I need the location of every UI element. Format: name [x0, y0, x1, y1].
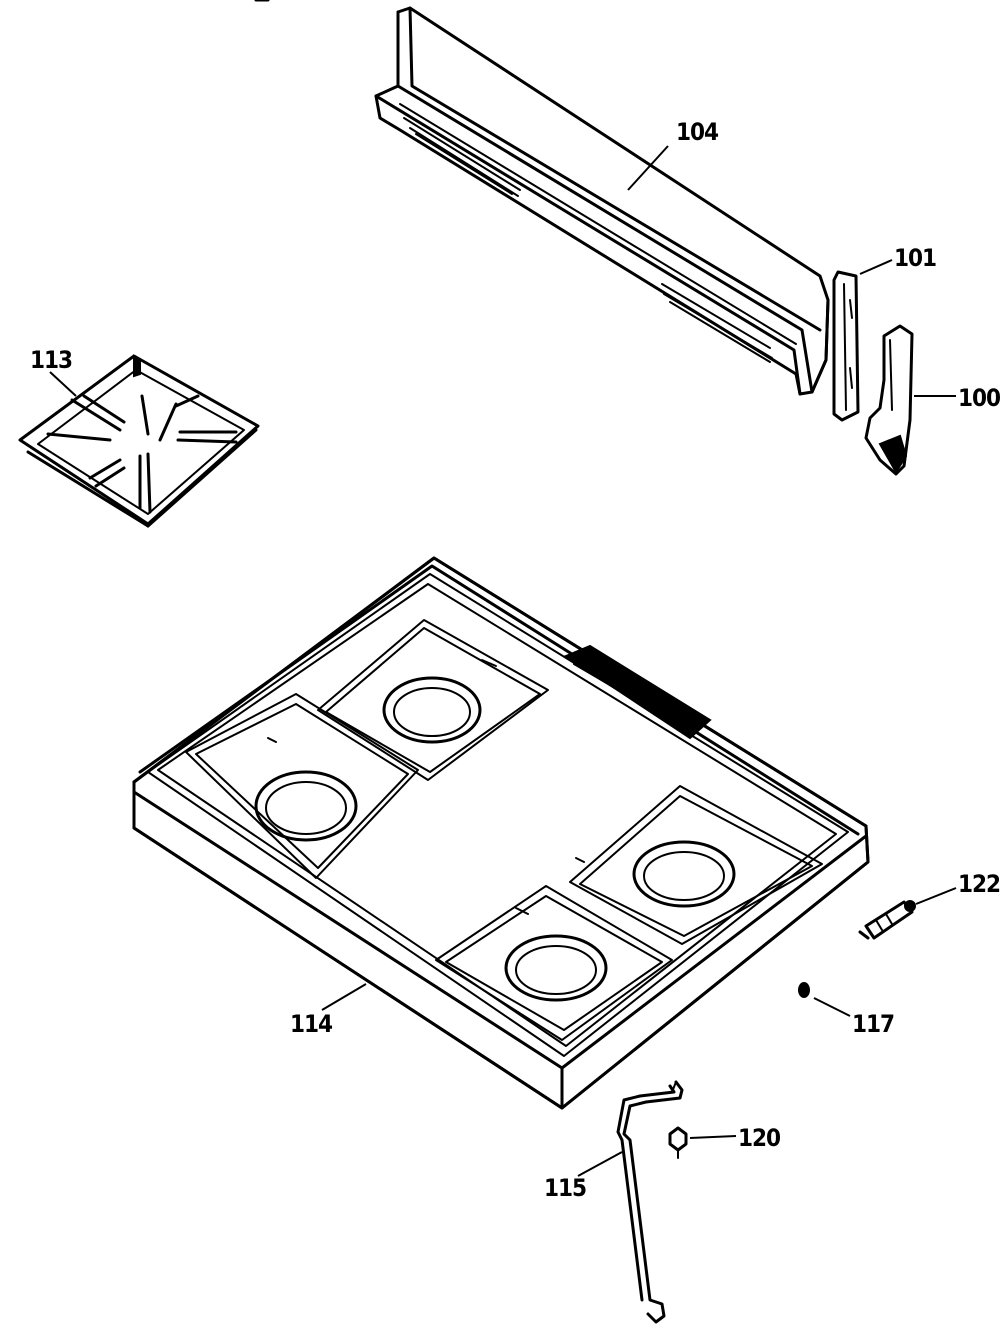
callout-120: 120 — [689, 1124, 781, 1152]
label-117: 117 — [852, 1010, 894, 1038]
label-100: 100 — [958, 384, 1000, 412]
label-113: 113 — [30, 346, 72, 374]
label-122: 122 — [958, 870, 1000, 898]
label-115: 115 — [544, 1174, 586, 1202]
callout-100: 100 — [914, 384, 1000, 412]
callout-122: 122 — [915, 870, 1000, 905]
support-rod — [616, 1080, 684, 1324]
label-120: 120 — [738, 1124, 780, 1152]
callout-114: 114 — [290, 983, 367, 1038]
side-trim — [864, 324, 914, 476]
callout-115: 115 — [544, 1151, 623, 1202]
back-guard — [374, 6, 830, 396]
nut — [668, 1126, 688, 1159]
screw — [798, 982, 810, 998]
callout-104: 104 — [627, 118, 720, 191]
callout-101: 101 — [859, 244, 937, 275]
callout-113: 113 — [30, 346, 77, 397]
label-104: 104 — [676, 118, 719, 146]
igniter — [858, 900, 916, 940]
label-114: 114 — [290, 1010, 333, 1038]
label-101: 101 — [894, 244, 936, 272]
callout-117: 117 — [813, 997, 895, 1038]
end-cap — [832, 270, 860, 422]
cooktop — [132, 556, 870, 1110]
burner-grate — [18, 354, 260, 528]
